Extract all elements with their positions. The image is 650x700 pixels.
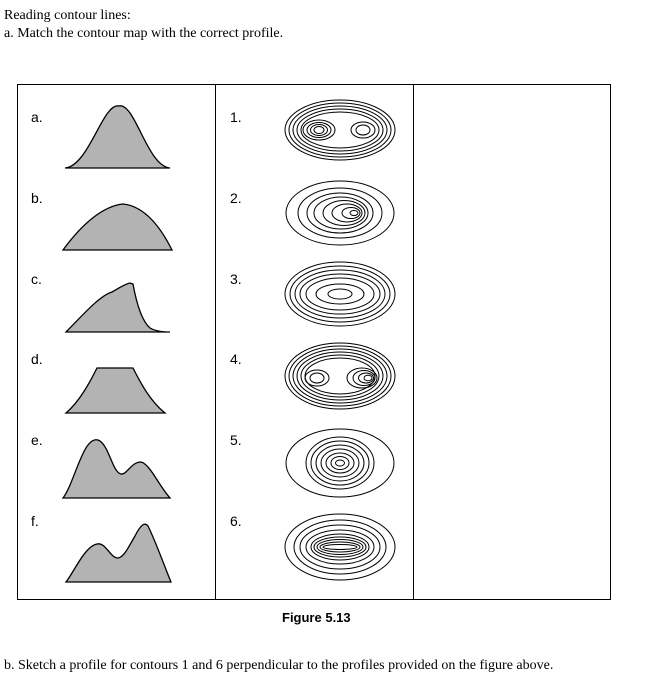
map-label-1: 1. (230, 109, 242, 125)
profile-a (64, 105, 171, 169)
map-label-4: 4. (230, 351, 242, 367)
map-label-2: 2. (230, 190, 242, 206)
contour-map-5 (285, 428, 395, 498)
profile-d (64, 367, 167, 414)
map-label-3: 3. (230, 271, 242, 287)
profile-label-e: e. (31, 432, 43, 448)
profile-label-c: c. (31, 271, 42, 287)
instruction-b: b. Sketch a profile for contours 1 and 6… (4, 658, 554, 673)
map-label-5: 5. (230, 432, 242, 448)
contour-map-2 (285, 180, 395, 246)
map-label-6: 6. (230, 513, 242, 529)
figure-table: a. b. c. d. e. f. 1. 2. 3. 4. 5. 6. (17, 84, 611, 600)
contour-map-4 (284, 342, 396, 410)
heading-title: Reading contour lines: (4, 8, 131, 23)
table-border (17, 84, 611, 600)
profile-label-d: d. (31, 351, 43, 367)
contour-map-6 (284, 513, 396, 581)
profile-e (61, 439, 172, 499)
contour-map-1 (284, 99, 396, 161)
profile-label-f: f. (31, 513, 39, 529)
figure-caption: Figure 5.13 (282, 610, 351, 625)
profile-f (64, 523, 172, 583)
contour-map-3 (284, 261, 396, 327)
instruction-a: a. Match the contour map with the correc… (4, 26, 284, 41)
profile-label-a: a. (31, 109, 43, 125)
profile-c (64, 282, 171, 333)
figure-drawing (17, 84, 611, 600)
profile-b (61, 203, 174, 251)
profile-label-b: b. (31, 190, 43, 206)
